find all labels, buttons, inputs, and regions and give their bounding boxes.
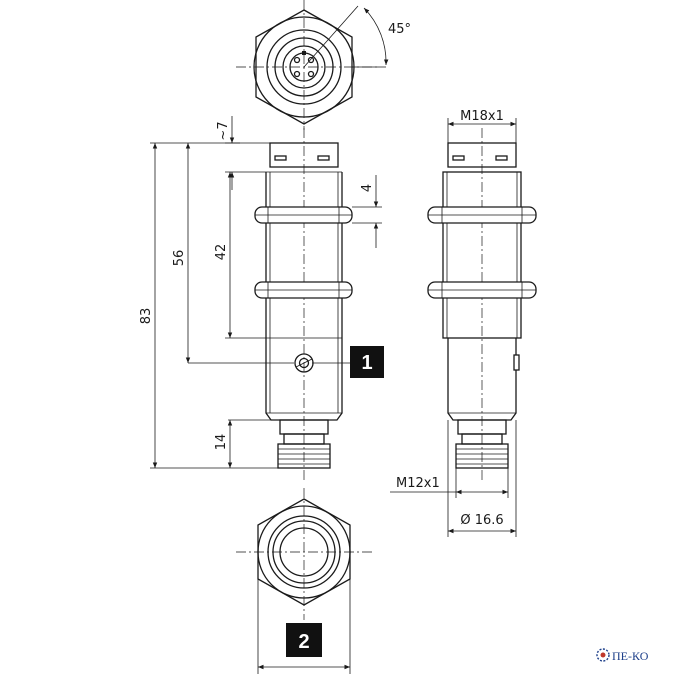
side-dimensions (390, 118, 517, 537)
callout-1-label: 1 (361, 352, 372, 374)
bottom-view (236, 488, 374, 674)
thread-body-label: M18x1 (460, 109, 504, 124)
thread-connector-label: M12x1 (396, 476, 440, 491)
watermark-text: ПЕ-КО (612, 649, 649, 663)
dim-approx-7: ~7 (216, 121, 231, 140)
top-view (236, 0, 389, 130)
angle-label: 45° (388, 22, 411, 37)
sensor-front-view (254, 128, 353, 480)
front-dimensions (150, 116, 382, 469)
callout-1 (350, 346, 384, 378)
diameter-label: Ø 16.6 (460, 513, 503, 528)
dim-83: 83 (139, 308, 154, 325)
dim-4: 4 (360, 184, 375, 192)
callout-2-label: 2 (298, 631, 309, 653)
dim-14: 14 (214, 434, 229, 451)
watermark-logo (596, 648, 610, 662)
dim-42: 42 (214, 244, 229, 261)
sensor-side-view (427, 128, 537, 480)
dim-56: 56 (172, 250, 187, 267)
